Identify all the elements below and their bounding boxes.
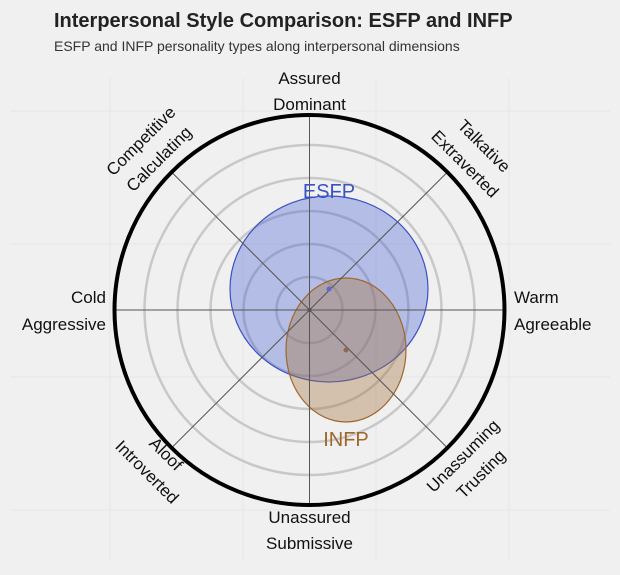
origin-point: [307, 308, 312, 312]
label-cold: Cold: [71, 288, 106, 307]
label-warm: Warm: [514, 288, 559, 307]
label-unassured: Unassured: [268, 508, 350, 527]
label-aggressive: Aggressive: [22, 315, 106, 334]
esfp-label: ESFP: [303, 181, 355, 203]
infp-label: INFP: [323, 429, 369, 451]
esfp-center-point: [326, 286, 332, 292]
chart-title: Interpersonal Style Comparison: ESFP and…: [54, 10, 513, 32]
label-agreeable: Agreeable: [514, 315, 592, 334]
infp-center-point: [343, 347, 349, 353]
label-assured: Assured: [278, 69, 340, 88]
chart-subtitle: ESFP and INFP personality types along in…: [54, 38, 460, 54]
label-dominant: Dominant: [273, 95, 346, 114]
label-submissive: Submissive: [266, 534, 353, 553]
outer-ring: [112, 113, 507, 507]
